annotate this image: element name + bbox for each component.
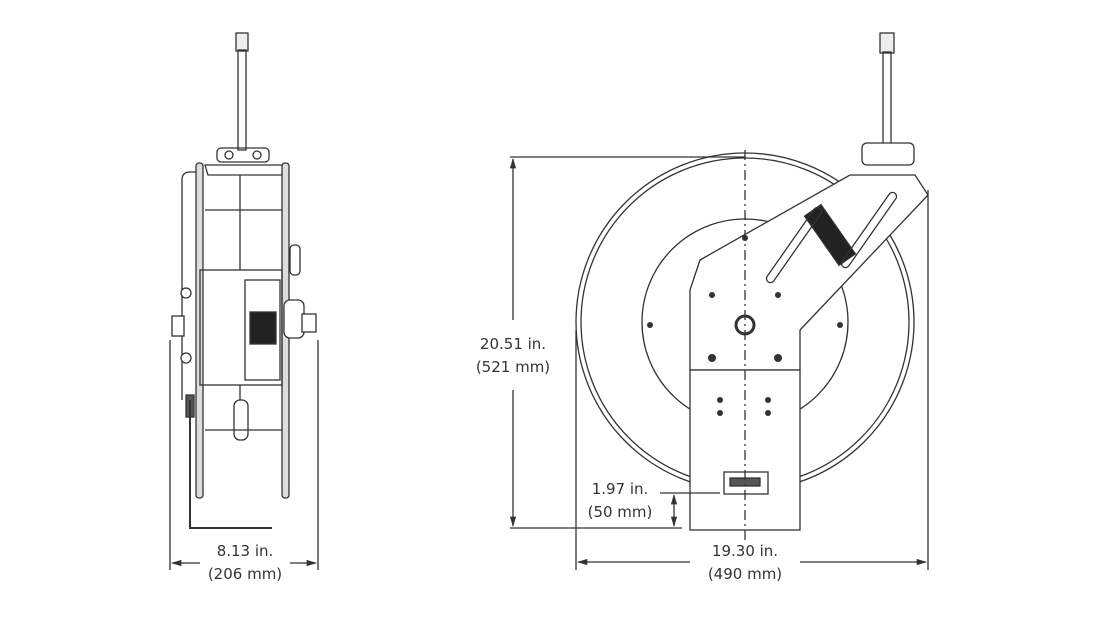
base-mm: (50 mm) bbox=[587, 503, 653, 521]
swivel-flange bbox=[216, 147, 270, 163]
outlet-valve bbox=[283, 299, 305, 339]
diameter-in: 19.30 in. bbox=[711, 542, 779, 560]
side-width-dimension: 8.13 in. (206 mm) bbox=[200, 540, 290, 586]
inlet-fitting bbox=[235, 32, 249, 52]
inlet-pipe bbox=[237, 49, 247, 151]
guide-arm bbox=[699, 174, 929, 331]
base-in: 1.97 in. bbox=[591, 480, 649, 498]
diameter-mm: (490 mm) bbox=[707, 565, 783, 583]
front-view bbox=[509, 32, 929, 570]
side-width-in: 8.13 in. bbox=[216, 542, 274, 560]
base-dimension: 1.97 in. (50 mm) bbox=[578, 478, 662, 524]
spring-drum bbox=[249, 311, 277, 345]
height-dimension: 20.51 in. (521 mm) bbox=[468, 333, 558, 379]
hub bbox=[199, 269, 283, 386]
diameter-dimension: 19.30 in. (490 mm) bbox=[695, 540, 795, 586]
height-in: 20.51 in. bbox=[479, 335, 547, 353]
side-width-mm: (206 mm) bbox=[207, 565, 283, 583]
height-mm: (521 mm) bbox=[475, 358, 551, 376]
side-view bbox=[169, 32, 319, 570]
